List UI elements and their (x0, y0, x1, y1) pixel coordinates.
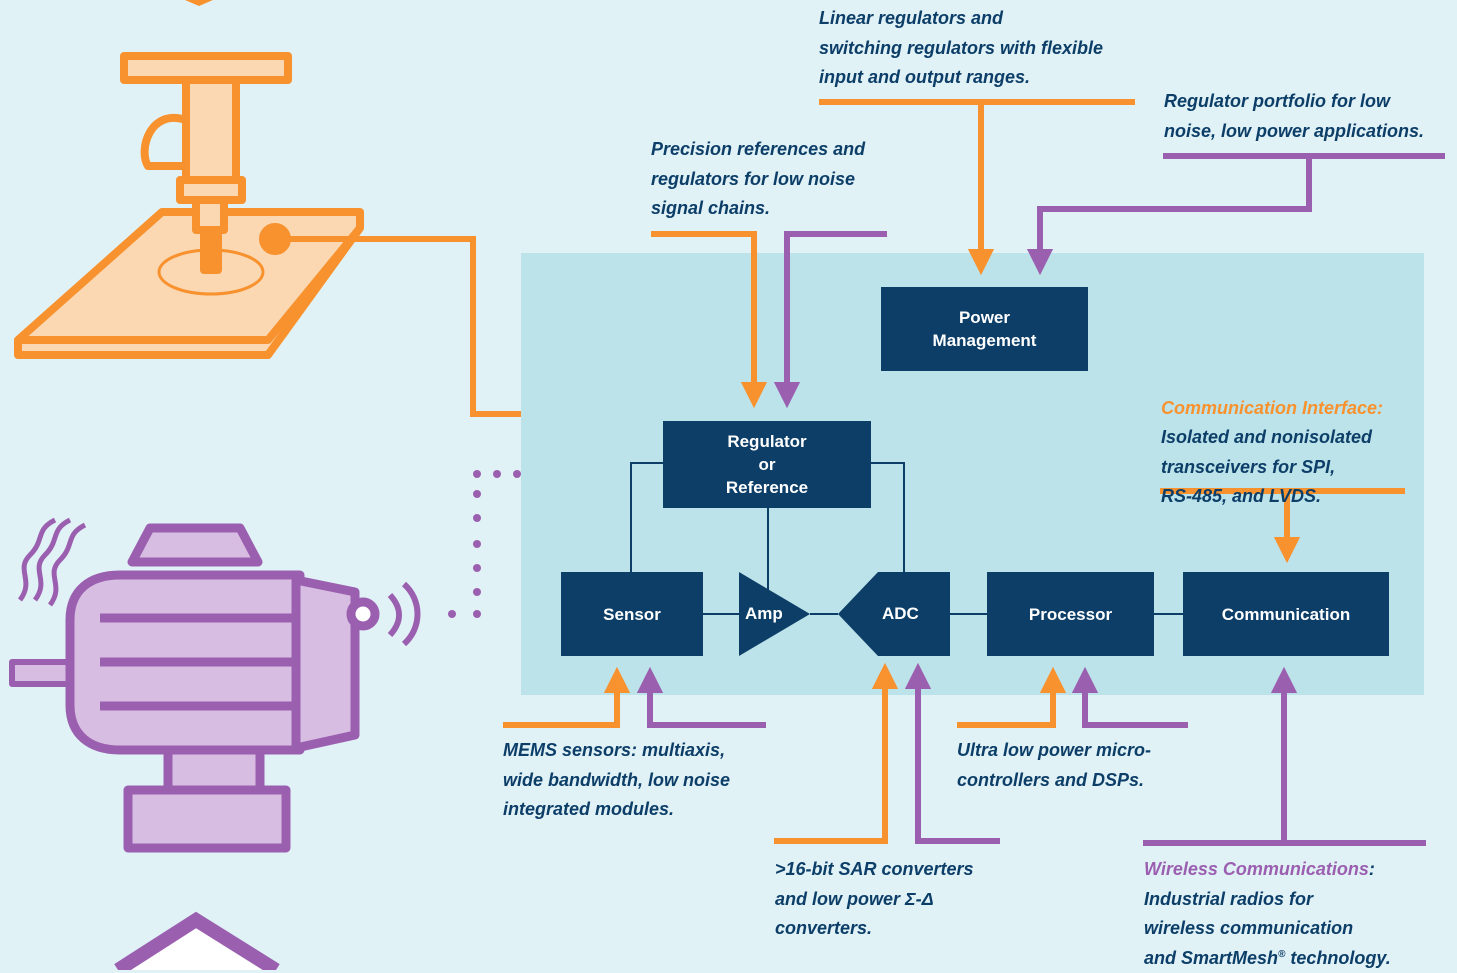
processor-block: Processor (987, 572, 1154, 656)
top-pointer-icon (185, 0, 213, 6)
wireless-colon: : (1368, 859, 1375, 879)
amp-label: Amp (745, 604, 783, 623)
communication-block: Communication (1183, 572, 1389, 656)
ultra-low-power-note: Ultra low power micro- controllers and D… (957, 740, 1152, 790)
precision-references-note: Precision references and regulators for … (651, 139, 866, 218)
wireless-title: Wireless Communications (1144, 859, 1369, 879)
linear-regulators-note: Linear regulators and switching regulato… (819, 8, 1104, 87)
sar-converters-note: >16-bit SAR converters and low power Σ-Δ… (775, 859, 974, 938)
amp-triangle (739, 572, 810, 656)
regulator-block: Regulator or Reference (663, 421, 871, 508)
adc-shape (838, 572, 950, 656)
wireless-note: Wireless Communications: Industrial radi… (1144, 855, 1391, 973)
communication-interface-note: Communication Interface: Isolated and non… (1161, 364, 1383, 512)
cnc-spindle-icon (14, 52, 364, 359)
registered-mark: ® (1278, 948, 1286, 960)
communication-interface-body: Isolated and nonisolated transceivers fo… (1161, 427, 1373, 506)
vibrating-motor-icon (9, 517, 421, 853)
wireless-body-end: technology. (1285, 947, 1391, 968)
regulator-portfolio-note: Regulator portfolio for low noise, low p… (1164, 91, 1425, 141)
adc-label: ADC (882, 604, 919, 623)
communication-interface-title: Communication Interface: (1161, 397, 1384, 418)
sensor-block: Sensor (561, 572, 703, 656)
dotted-connector (448, 470, 521, 618)
wireless-body: Industrial radios for wireless communica… (1144, 888, 1354, 968)
mems-note: MEMS sensors: multiaxis, wide bandwidth,… (503, 740, 731, 819)
purple-house-icon (114, 911, 280, 970)
power-management-block: Power Management (881, 287, 1088, 371)
